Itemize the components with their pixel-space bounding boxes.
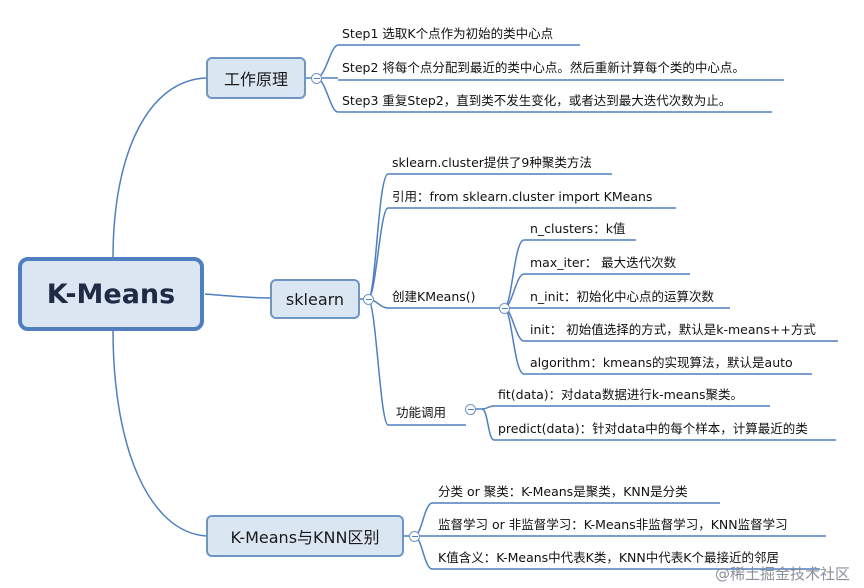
param-n-init[interactable]: n_init：初始化中心点的运算次数 bbox=[530, 289, 714, 304]
knn-node[interactable]: K-Means与KNN区别 bbox=[206, 515, 404, 557]
watermark: @稀土掘金技术社区 bbox=[714, 565, 850, 583]
principle-node[interactable]: 工作原理 bbox=[206, 57, 306, 99]
principle-collapse-icon[interactable] bbox=[311, 73, 322, 84]
sklearn-node[interactable]: sklearn bbox=[270, 279, 360, 319]
sklearn-collapse-icon[interactable] bbox=[363, 294, 374, 305]
method-predict[interactable]: predict(data)：针对data中的每个样本，计算最近的类 bbox=[498, 421, 808, 436]
knn-collapse-icon[interactable] bbox=[409, 531, 420, 542]
root-node[interactable]: K-Means bbox=[18, 257, 204, 331]
param-algorithm[interactable]: algorithm：kmeans的实现算法，默认是auto bbox=[530, 355, 793, 370]
create-kmeans-collapse-icon[interactable] bbox=[499, 303, 510, 314]
function-call-node[interactable]: 功能调用 bbox=[396, 405, 447, 420]
root-label: K-Means bbox=[46, 278, 176, 310]
param-n-clusters[interactable]: n_clusters：k值 bbox=[530, 221, 626, 236]
create-kmeans-node[interactable]: 创建KMeans() bbox=[392, 289, 476, 304]
principle-step-3[interactable]: Step3 重复Step2，直到类不发生变化，或者达到最大迭代次数为止。 bbox=[342, 93, 732, 108]
knn-item-k-meaning[interactable]: K值含义：K-Means中代表K类，KNN中代表K个最接近的邻居 bbox=[438, 550, 779, 565]
method-fit[interactable]: fit(data)：对data数据进行k-means聚类。 bbox=[498, 387, 744, 402]
knn-label: K-Means与KNN区别 bbox=[230, 528, 380, 547]
principle-step-1[interactable]: Step1 选取K个点作为初始的类中心点 bbox=[342, 26, 554, 41]
principle-step-2[interactable]: Step2 将每个点分配到最近的类中心点。然后重新计算每个类的中心点。 bbox=[342, 60, 745, 75]
sklearn-label: sklearn bbox=[285, 289, 345, 309]
sklearn-item-import[interactable]: 引用：from sklearn.cluster import KMeans bbox=[392, 189, 653, 204]
knn-item-supervised[interactable]: 监督学习 or 非监督学习：K-Means非监督学习，KNN监督学习 bbox=[438, 517, 788, 532]
principle-label: 工作原理 bbox=[223, 70, 288, 89]
param-max-iter[interactable]: max_iter： 最大迭代次数 bbox=[530, 255, 677, 270]
sklearn-item-cluster[interactable]: sklearn.cluster提供了9种聚类方法 bbox=[392, 155, 592, 170]
param-init[interactable]: init： 初始值选择的方式，默认是k-means++方式 bbox=[530, 322, 816, 337]
knn-item-classify[interactable]: 分类 or 聚类：K-Means是聚类，KNN是分类 bbox=[438, 484, 688, 499]
function-call-collapse-icon[interactable] bbox=[465, 404, 476, 415]
